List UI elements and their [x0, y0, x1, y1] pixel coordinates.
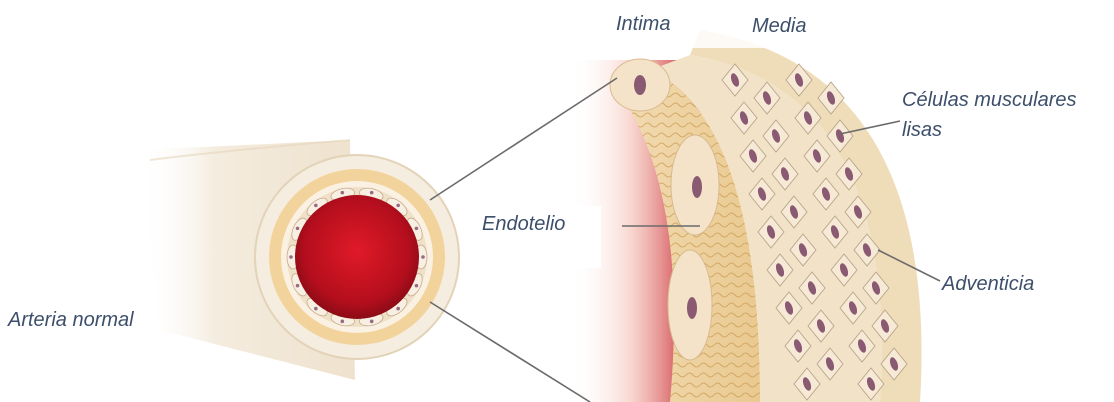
label-adventicia: Adventicia — [942, 272, 1034, 296]
endothelium-nucleus — [296, 284, 300, 288]
label-lisas: lisas — [902, 118, 942, 142]
endothelium-nucleus — [421, 255, 425, 259]
label-arteria-normal: Arteria normal — [2, 306, 140, 334]
lumen — [295, 195, 419, 319]
label-endotelio: Endotelio — [476, 206, 601, 268]
endothelium-nucleus — [314, 204, 318, 208]
endothelium-nucleus — [289, 255, 293, 259]
endothelium-nucleus — [396, 307, 400, 311]
label-intima: Intima — [610, 10, 676, 38]
endothelium-nucleus — [396, 204, 400, 208]
wall-section — [560, 0, 960, 402]
leader-bottom — [430, 302, 590, 402]
label-media: Media — [752, 14, 806, 38]
label-celulas-musculares: Células musculares — [902, 88, 1077, 112]
endothelium-nucleus — [341, 320, 345, 324]
endothelium-nucleus — [314, 307, 318, 311]
endothelium-nucleus — [370, 320, 374, 324]
endothelium-nucleus — [341, 191, 345, 195]
artery-tube — [140, 140, 459, 380]
endothelium-nucleus — [415, 284, 419, 288]
endothelium-nucleus — [370, 191, 374, 195]
endothelium-nucleus — [415, 227, 419, 231]
endothelium-nucleus — [296, 227, 300, 231]
